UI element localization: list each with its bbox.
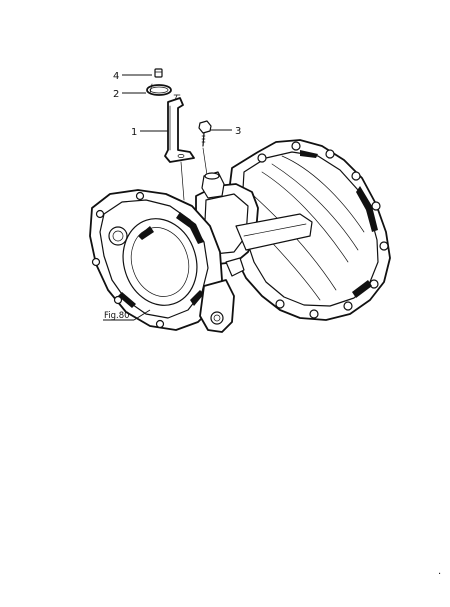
figure-reference-leader (133, 309, 151, 321)
callout-4-label: 4 (113, 71, 119, 82)
assembly-line (180, 161, 185, 201)
callout-4[interactable]: 4 (113, 71, 152, 82)
callout-2-label: 2 (113, 89, 119, 100)
part-1-bracket (164, 94, 195, 163)
callout-2[interactable]: 2 (113, 89, 146, 100)
part-3-bolt (198, 120, 212, 147)
figure-reference-label: Fig.80 (104, 311, 130, 321)
callout-3-label: 3 (235, 126, 241, 137)
corner-mark: . (438, 566, 441, 577)
callout-1-label: 1 (131, 127, 137, 138)
part-4-cap (154, 68, 163, 78)
callout-1[interactable]: 1 (131, 127, 168, 138)
callout-3[interactable]: 3 (210, 126, 241, 137)
part-2-clip (146, 83, 172, 96)
assembly-line (202, 147, 208, 176)
figure-reference[interactable]: Fig.80 (103, 309, 151, 321)
transmission-housing (89, 139, 391, 333)
